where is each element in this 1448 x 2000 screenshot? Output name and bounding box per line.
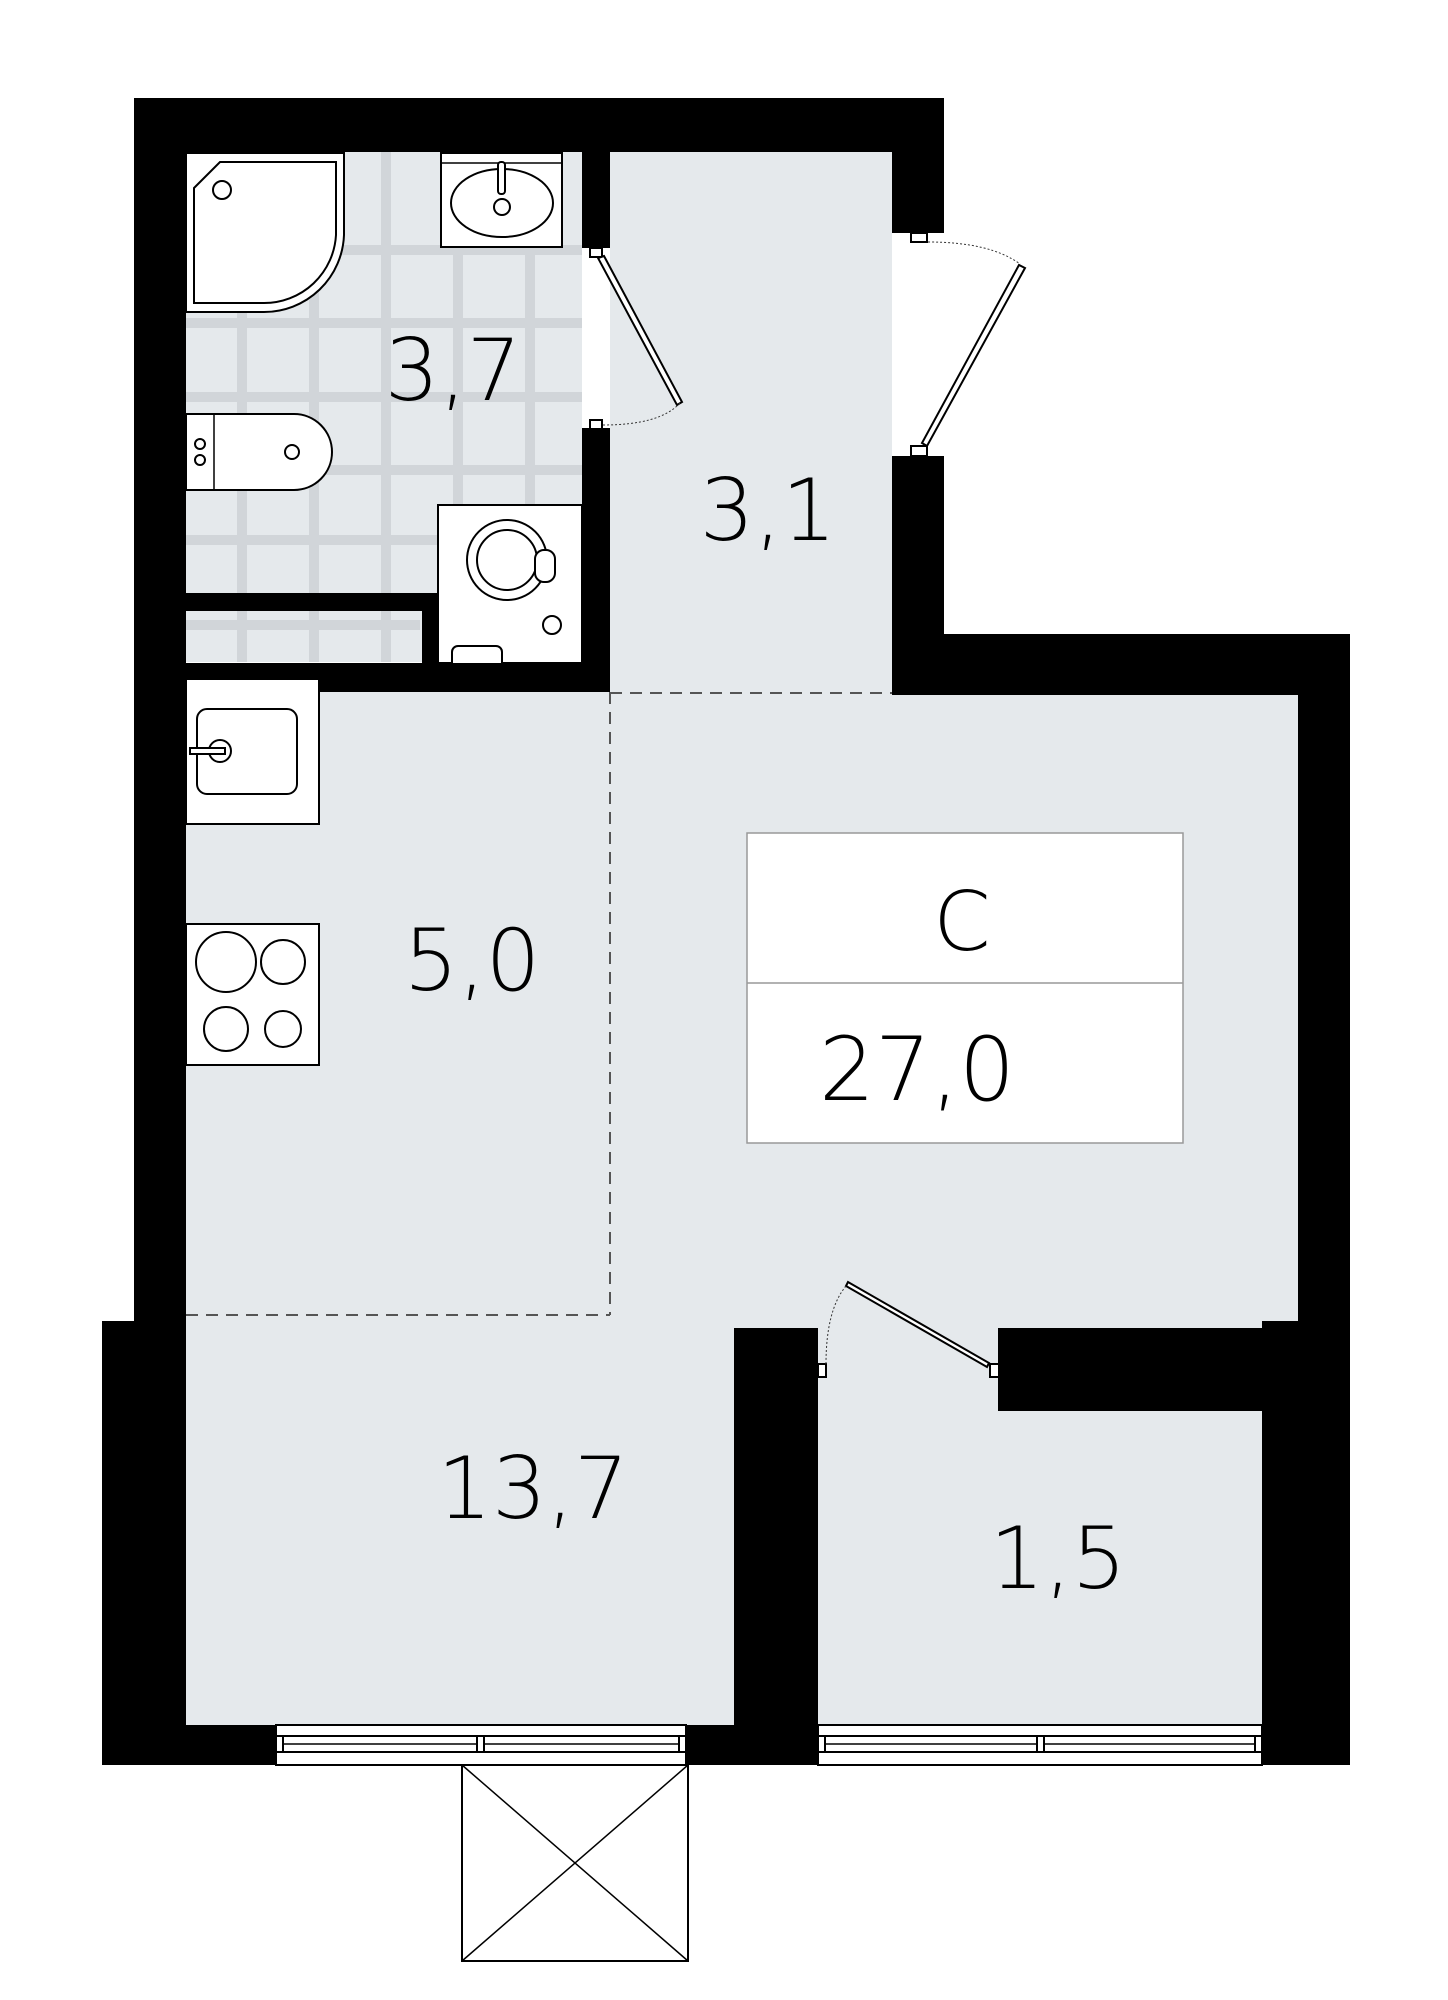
toilet-icon [185, 413, 333, 491]
washing-machine-icon [437, 504, 583, 664]
wall-entry-upper [892, 98, 944, 233]
hallway-floor [610, 152, 892, 677]
room-area-bathroom: 3,7 [385, 321, 522, 421]
window-living [275, 1724, 687, 1766]
wall-step [892, 634, 1350, 695]
apartment-type-label: С [933, 875, 990, 970]
living-floor [186, 1320, 734, 1725]
total-area-label: 27,0 [819, 1018, 1015, 1121]
entrance-door-icon[interactable] [910, 232, 1027, 457]
wall-storage-top [998, 1328, 1350, 1411]
wall-top [134, 98, 944, 152]
wall-middle [734, 1328, 818, 1765]
room-area-hallway: 3,1 [700, 461, 837, 561]
storage-floor [818, 1405, 1262, 1725]
zone-dividers [186, 692, 892, 1316]
walls [102, 98, 1350, 1765]
apartment-summary: С 27,0 [746, 832, 1184, 1144]
wall-left-lower [102, 1321, 186, 1765]
wall-bottom-middle [686, 1725, 818, 1765]
balcony-marker-icon [461, 1764, 689, 1962]
wall-right [1298, 634, 1350, 1334]
stove-icon [185, 923, 320, 1066]
wall-bottom-left [102, 1725, 276, 1765]
room-area-storage: 1,5 [990, 1509, 1127, 1609]
partition-upper [582, 152, 610, 248]
partition-lower [582, 428, 610, 692]
storage-door-icon [817, 1280, 1000, 1378]
room-area-kitchen: 5,0 [404, 911, 541, 1011]
bathroom-door-icon [589, 247, 684, 430]
room-area-living: 13,7 [437, 1439, 628, 1539]
washbasin-icon [440, 152, 563, 248]
wall-niche-side [422, 593, 437, 663]
wall-niche [186, 593, 437, 611]
wall-left [134, 98, 186, 1328]
kitchen-sink-icon [185, 678, 320, 825]
shower-tray-icon [185, 152, 345, 313]
window-storage [817, 1724, 1263, 1766]
